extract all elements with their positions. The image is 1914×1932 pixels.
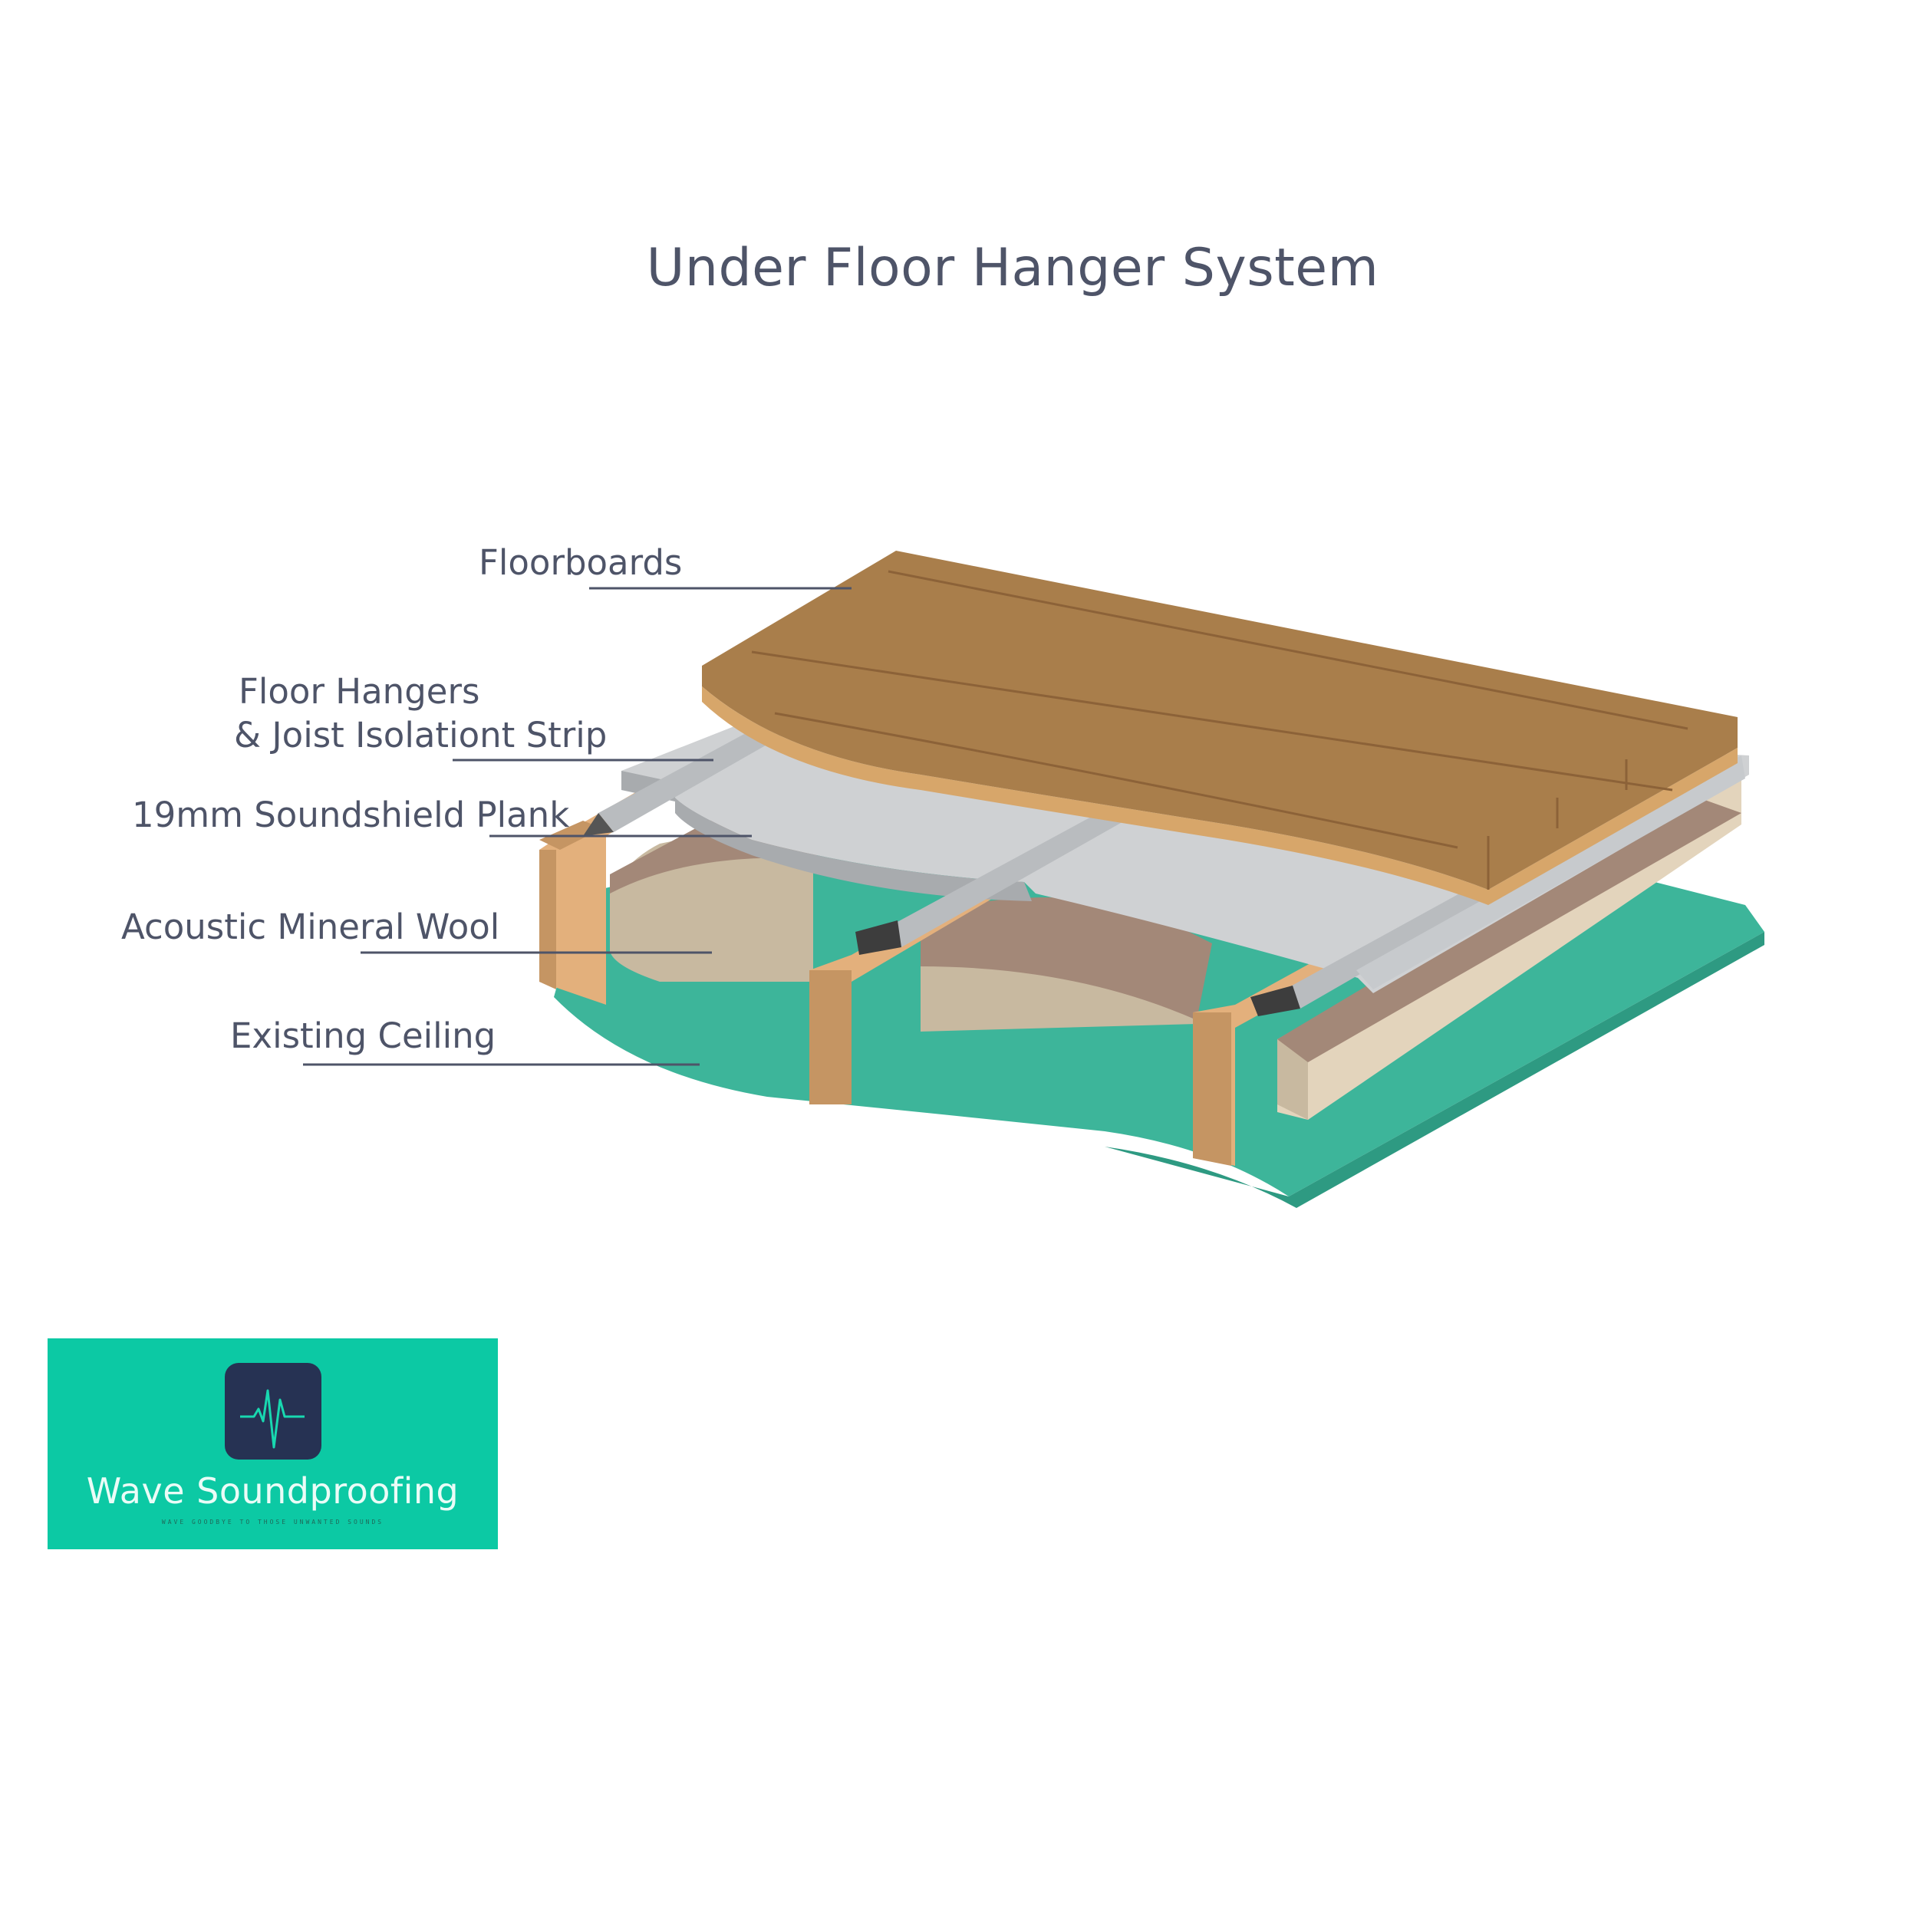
label-existing-ceiling: Existing Ceiling <box>230 1015 496 1056</box>
company-logo: Wave Soundproofing WAVE GOODBYE TO THOSE… <box>48 1338 498 1549</box>
label-floor-hangers: Floor Hangers <box>239 671 480 712</box>
logo-name: Wave Soundproofing <box>86 1470 460 1512</box>
logo-tagline: WAVE GOODBYE TO THOSE UNWANTED SOUNDS <box>161 1519 384 1526</box>
diagram-title: Under Floor Hanger System <box>646 238 1379 298</box>
label-mineral-wool: Acoustic Mineral Wool <box>121 907 500 947</box>
pulse-wave-icon <box>225 1363 321 1460</box>
label-joist-isolation-strip: & Joist Isolationt Strip <box>234 715 608 755</box>
label-floorboards: Floorboards <box>479 542 683 583</box>
floorboards-layer <box>702 551 1738 905</box>
leader-lines <box>303 587 852 1066</box>
label-soundshield-plank: 19mm Soundshield Plank <box>132 795 570 835</box>
